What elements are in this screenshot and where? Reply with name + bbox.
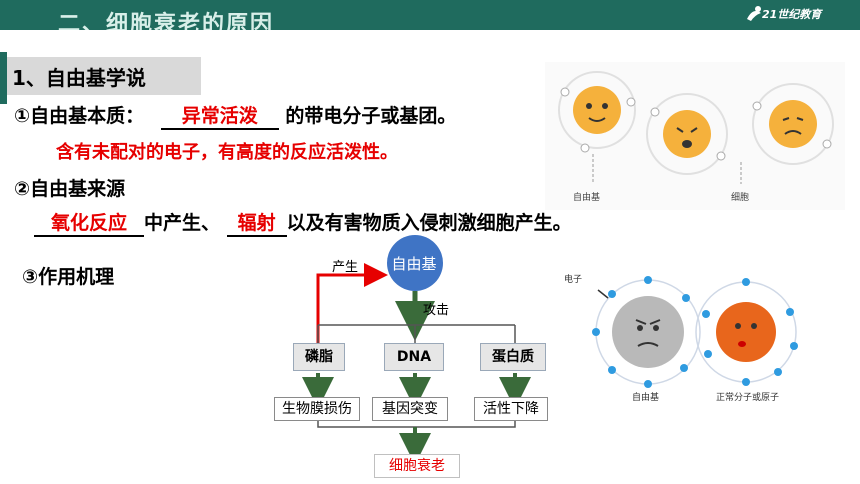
effect-membrane-damage: 生物膜损伤 — [274, 397, 360, 421]
produce-label: 产生 — [332, 260, 359, 275]
page-title: 二、细胞衰老的原因 — [58, 12, 275, 30]
item1-suffix: 的带电分子或基团。 — [285, 105, 457, 127]
item1-line: ①自由基本质： 异常活泼 的带电分子或基团。 — [14, 101, 456, 130]
accent-bar — [0, 52, 7, 104]
free-radical-cells-image: 自由基 细胞 — [545, 62, 845, 210]
item1-blank: 异常活泼 — [160, 101, 279, 130]
item2-blank2: 辐射 — [226, 208, 287, 237]
item1-note: 含有未配对的电子，有高度的反应活泼性。 — [56, 142, 398, 163]
item3-title: ③作用机理 — [22, 266, 115, 288]
effect-gene-mutation: 基因突变 — [372, 397, 448, 421]
logo-icon — [747, 6, 761, 21]
label-free-radical: 自由基 — [573, 191, 600, 203]
free-radical-node-label: 自由基 — [391, 255, 437, 273]
item2-suffix: 以及有害物质入侵刺激细胞产生。 — [286, 212, 572, 234]
target-dna: DNA — [384, 343, 444, 371]
label-free-radical-2: 自由基 — [632, 393, 660, 403]
item2-line: 氧化反应中产生、 辐射以及有害物质入侵刺激细胞产生。 — [34, 208, 572, 237]
result-cell-aging: 细胞衰老 — [374, 454, 460, 478]
mechanism-diagram — [302, 235, 531, 465]
section-title-bg — [7, 57, 201, 95]
item2-mid: 中产生、 — [144, 212, 221, 234]
logo-text: 21世纪教育 — [762, 8, 822, 21]
label-normal-molecule: 正常分子或原子 — [716, 393, 780, 403]
section-title: 1、自由基学说 — [12, 66, 146, 90]
item1-prefix: ①自由基本质： — [14, 105, 145, 127]
item2-blank1: 氧化反应 — [34, 208, 144, 237]
target-protein: 蛋白质 — [480, 343, 546, 371]
attack-label: 攻击 — [423, 303, 450, 318]
header-bar: 二、细胞衰老的原因 — [0, 0, 860, 30]
label-electron: 电子 — [564, 275, 583, 285]
label-cell: 细胞 — [731, 191, 749, 203]
item2-title: ②自由基来源 — [14, 178, 126, 200]
target-phospholipid: 磷脂 — [293, 343, 345, 371]
electron-image — [592, 276, 798, 388]
effect-activity-decline: 活性下降 — [474, 397, 548, 421]
free-radical-node — [387, 235, 443, 291]
